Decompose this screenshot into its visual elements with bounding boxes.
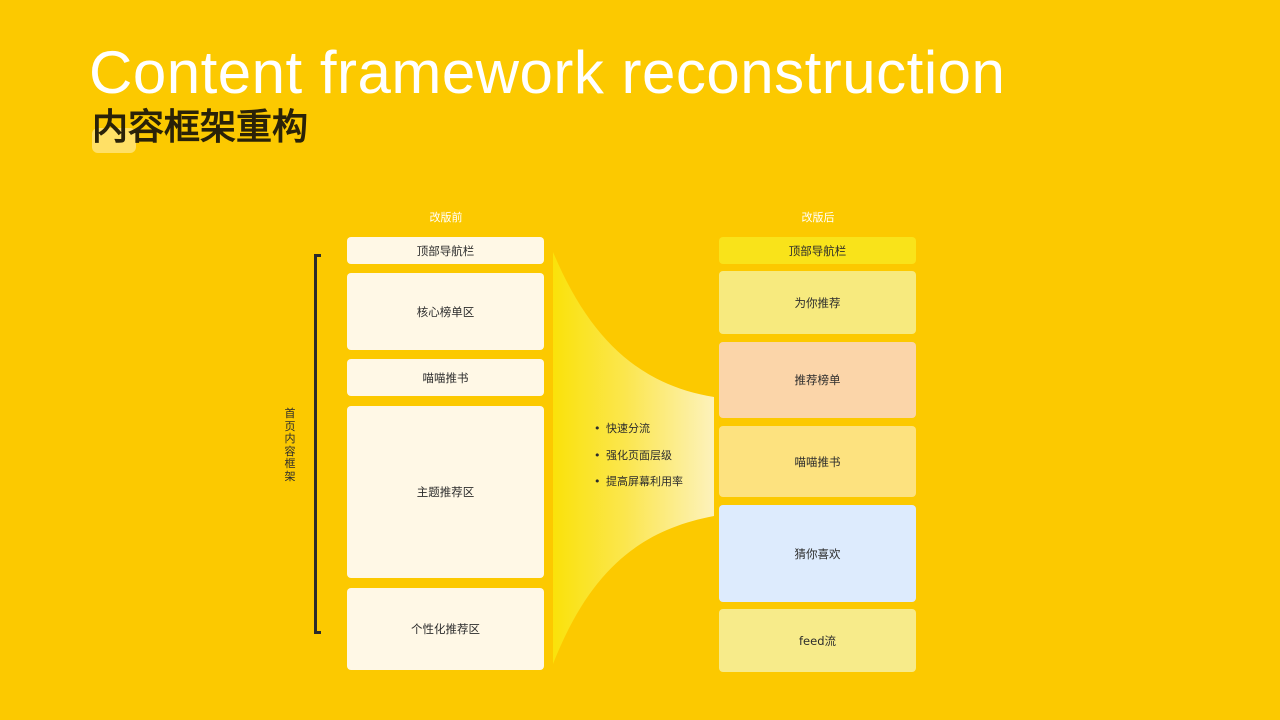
after-block-guess-you-like: 猜你喜欢 <box>719 505 916 602</box>
benefit-list: •快速分流 •强化页面层级 •提高屏幕利用率 <box>594 422 683 502</box>
after-block-for-you: 为你推荐 <box>719 271 916 334</box>
before-block-miaomiao: 喵喵推书 <box>347 359 544 396</box>
after-block-feed: feed流 <box>719 609 916 672</box>
page-subtitle-group: 内容框架重构 <box>92 106 309 153</box>
after-block-ranking: 推荐榜单 <box>719 342 916 418</box>
before-block-top-nav: 顶部导航栏 <box>347 237 544 264</box>
benefit-item: •强化页面层级 <box>594 448 672 462</box>
after-column-label: 改版后 <box>801 211 835 224</box>
before-column-label: 改版前 <box>429 211 463 224</box>
page-title: Content framework reconstruction <box>89 39 1006 106</box>
before-block-core-ranking: 核心榜单区 <box>347 273 544 350</box>
homepage-bracket <box>314 254 321 634</box>
highlight-mark <box>92 128 136 153</box>
after-block-miaomiao: 喵喵推书 <box>719 426 916 497</box>
after-block-top-nav: 顶部导航栏 <box>719 237 916 264</box>
benefit-item: •提高屏幕利用率 <box>594 475 683 488</box>
homepage-framework-label: 首页内容框架 <box>284 407 296 483</box>
before-block-personalized: 个性化推荐区 <box>347 588 544 670</box>
page-subtitle: 内容框架重构 <box>92 107 309 148</box>
before-block-theme-recommend: 主题推荐区 <box>347 406 544 578</box>
benefit-item: •快速分流 <box>594 422 650 435</box>
